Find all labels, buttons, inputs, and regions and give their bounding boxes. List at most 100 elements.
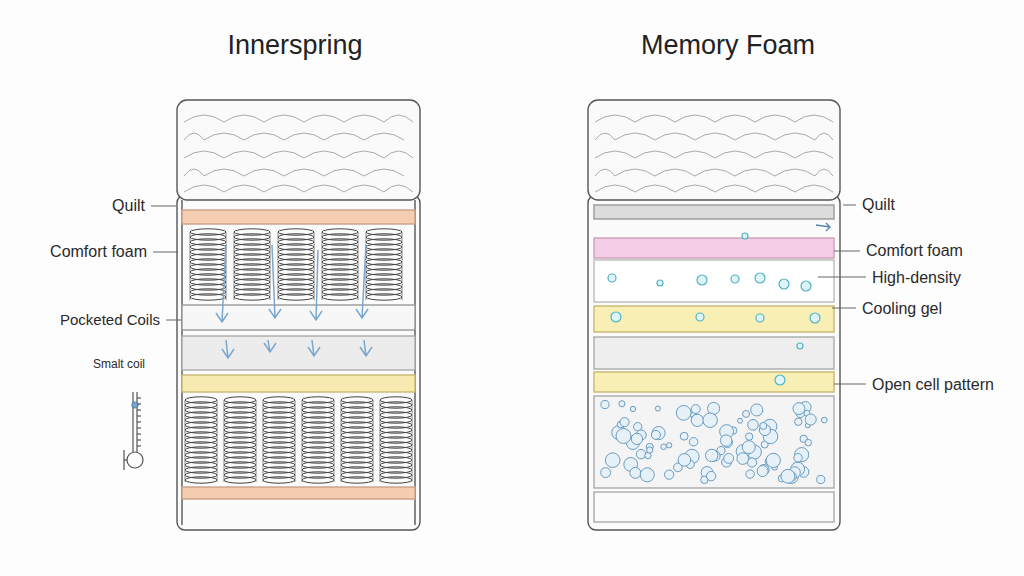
quilt-scallop xyxy=(184,151,224,158)
yellow-band xyxy=(182,375,415,392)
coil-turn xyxy=(341,477,373,483)
gauge-tick xyxy=(137,409,141,410)
pressure-arrow xyxy=(308,340,320,356)
gel-bead xyxy=(611,312,621,322)
quilt-top xyxy=(588,100,840,200)
coil-side xyxy=(380,400,381,482)
quilt-scallop xyxy=(695,133,735,140)
quilt-scallop xyxy=(675,151,715,158)
part-label: Pocketed Coils xyxy=(58,311,162,329)
part-label: Quilt xyxy=(860,195,897,214)
coil-side xyxy=(217,400,218,482)
foam-cell xyxy=(757,466,768,477)
quilt-scallop xyxy=(244,169,284,176)
foam-cell xyxy=(652,427,665,440)
mattress-section: Memory Foam xyxy=(588,29,868,534)
part-label: High-density xyxy=(870,268,963,287)
gauge-tick xyxy=(137,445,141,446)
foam-cell xyxy=(676,405,691,420)
gel-bead xyxy=(731,275,739,283)
quilt-scallop xyxy=(675,185,715,192)
quilt-scallop xyxy=(635,185,675,192)
quilt-pattern xyxy=(184,115,413,192)
gauge-tick xyxy=(137,415,141,416)
quilt-band xyxy=(594,205,834,219)
coil-turn xyxy=(278,294,314,300)
foam-cell xyxy=(636,449,645,458)
foam-cell xyxy=(795,448,809,462)
pressure-arrow xyxy=(216,245,228,322)
foam-cell xyxy=(601,468,611,478)
mattress-body xyxy=(588,195,840,530)
gauge-tick xyxy=(137,433,141,434)
quilt-scallop xyxy=(595,151,635,158)
foam-band xyxy=(594,337,834,369)
leader-line xyxy=(166,320,181,321)
coil-turn xyxy=(185,477,217,483)
foam-cell xyxy=(737,453,749,465)
foam-cell xyxy=(817,475,825,483)
foam-cell xyxy=(743,410,750,417)
foam-cell xyxy=(680,432,688,440)
coil-side xyxy=(256,400,257,482)
quilt-scallop xyxy=(304,115,344,122)
quilt-scallop xyxy=(735,169,775,176)
base-band xyxy=(182,487,415,499)
pressure-arrow xyxy=(264,340,276,352)
gauge-dot xyxy=(132,402,138,408)
coil-side xyxy=(373,400,374,482)
quilt-scallop xyxy=(304,185,344,192)
foam-cell xyxy=(746,433,753,440)
coil-turn xyxy=(263,477,295,483)
quilt-scallop xyxy=(284,169,324,176)
coil-side xyxy=(234,232,235,300)
foam-cell xyxy=(601,400,609,408)
foam-cell xyxy=(605,453,620,468)
gel-bead xyxy=(801,281,811,291)
quilt-scallop xyxy=(384,185,413,192)
leader-line xyxy=(818,277,866,278)
gauge-stem xyxy=(132,392,133,452)
gauge-tick xyxy=(137,439,141,440)
quilt-scallop xyxy=(755,115,795,122)
quilt-scallop xyxy=(715,151,755,158)
gel-bead xyxy=(697,275,707,285)
foam-cell xyxy=(689,438,697,446)
coil-side xyxy=(314,232,315,300)
transition-band xyxy=(182,336,415,370)
section-title: Innerspring xyxy=(160,29,430,61)
quilt-scallop xyxy=(224,185,264,192)
foam-cell xyxy=(667,443,672,448)
quilt-top xyxy=(177,100,420,200)
quilt-scallop xyxy=(755,185,795,192)
coil-turn xyxy=(190,294,226,300)
coil-side xyxy=(278,232,279,300)
gauge-tick xyxy=(137,427,141,428)
innerspring-mattress xyxy=(177,100,420,530)
part-label: Open cell pattern xyxy=(870,375,996,394)
foam-cell xyxy=(821,417,827,423)
quilt-scallop xyxy=(344,115,384,122)
quilt-scallop xyxy=(595,169,615,176)
gel-bead xyxy=(797,343,803,349)
gauge-tick xyxy=(137,421,141,422)
comfort-band xyxy=(594,238,834,258)
foam-cell xyxy=(706,449,718,461)
coil-turn xyxy=(380,477,412,483)
foam-cell xyxy=(760,422,767,429)
quilt-scallop xyxy=(775,133,815,140)
foam-cell xyxy=(620,418,629,427)
quilt-scallop xyxy=(795,115,833,122)
small-arrow xyxy=(816,223,830,231)
leader-line xyxy=(834,251,860,252)
foam-cell xyxy=(793,403,805,415)
gauge-line xyxy=(124,459,127,460)
foam-cell xyxy=(678,454,691,467)
gel-bead xyxy=(657,280,663,286)
quilt-scallop xyxy=(184,115,224,122)
pressure-arrow xyxy=(356,245,368,318)
foam-cell xyxy=(720,435,731,446)
foam-cell xyxy=(631,433,642,444)
